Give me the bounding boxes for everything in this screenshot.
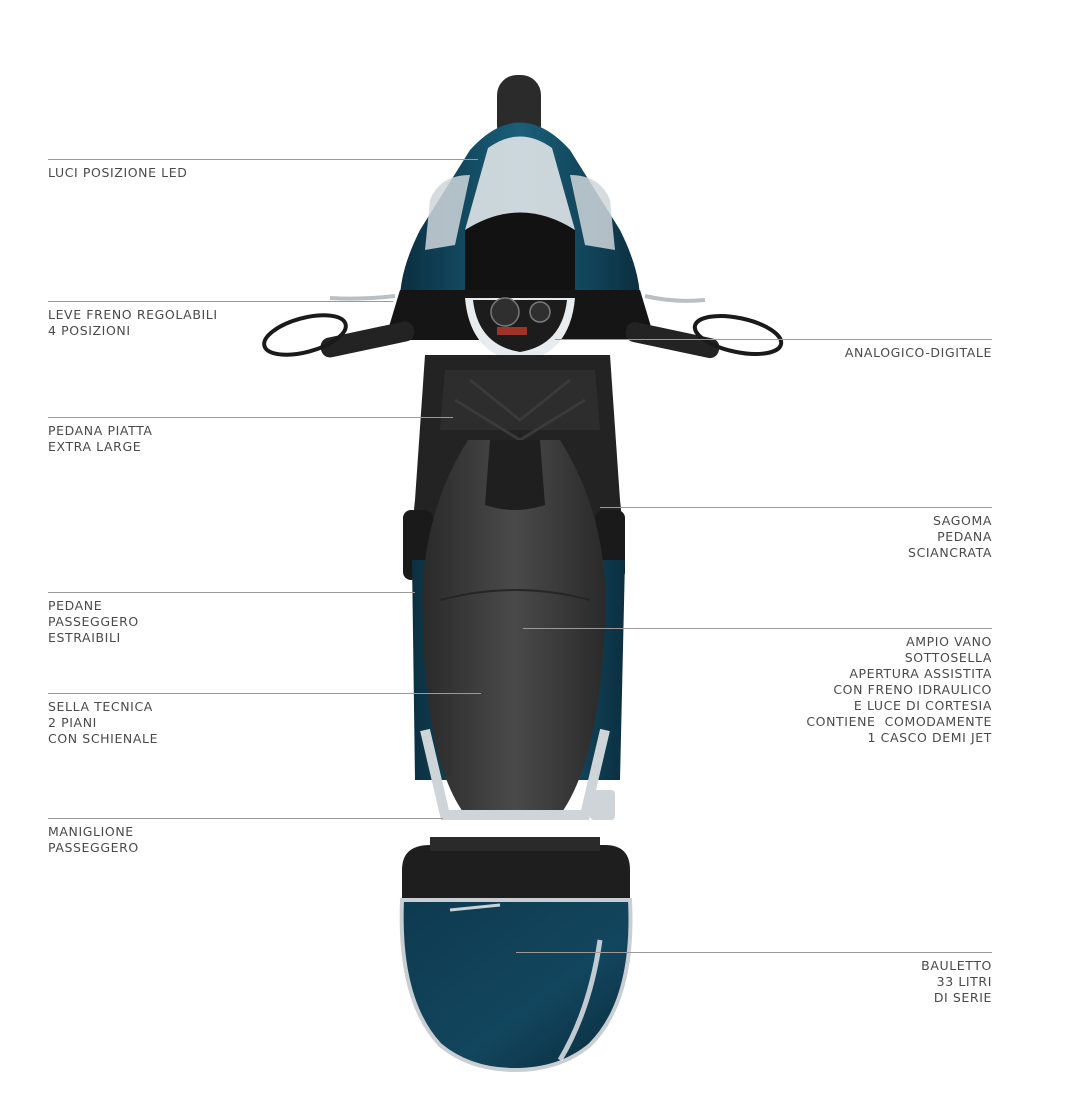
label-line: BAULETTO [921, 958, 992, 973]
label-line: SELLA TECNICA [48, 699, 153, 714]
label-line: MANIGLIONE [48, 824, 134, 839]
leader-luci-posizione-led [48, 159, 478, 160]
label-sagoma-pedana: SAGOMA PEDANA SCIANCRATA [908, 513, 992, 561]
label-pedana-piatta: PEDANA PIATTA EXTRA LARGE [48, 423, 153, 455]
label-maniglione: MANIGLIONE PASSEGGERO [48, 824, 139, 856]
instrument-panel [465, 297, 575, 362]
label-line: 2 PIANI [48, 715, 97, 730]
label-line: ANALOGICO-DIGITALE [844, 345, 992, 360]
leader-leve-freno [48, 301, 393, 302]
top-box [399, 837, 633, 1073]
label-line: PEDANE [48, 598, 103, 613]
label-line: CONTIENE COMODAMENTE [806, 714, 992, 729]
label-luci-posizione-led: LUCI POSIZIONE LED [48, 165, 187, 181]
front-fairing [400, 122, 640, 300]
label-pedane-passeggero: PEDANE PASSEGGERO ESTRAIBILI [48, 598, 139, 646]
leader-bauletto [516, 952, 992, 953]
leader-sagoma-pedana [600, 507, 992, 508]
label-line: E LUCE DI CORTESIA [853, 698, 992, 713]
label-line: ESTRAIBILI [48, 630, 121, 645]
label-analogico-digitale: ANALOGICO-DIGITALE [845, 345, 992, 361]
label-line: PEDANA [937, 529, 992, 544]
label-line: PASSEGGERO [48, 840, 139, 855]
label-sella-tecnica: SELLA TECNICA 2 PIANI CON SCHIENALE [48, 699, 158, 747]
label-line: LUCI POSIZIONE LED [48, 165, 188, 180]
label-line: CON FRENO IDRAULICO [833, 682, 992, 697]
seat [422, 440, 606, 815]
leader-pedane-passeggero [48, 592, 415, 593]
label-line: SOTTOSELLA [904, 650, 992, 665]
leader-maniglione [48, 818, 443, 819]
label-line: PEDANA PIATTA [48, 423, 153, 438]
label-line: 1 CASCO DEMI JET [867, 730, 992, 745]
label-line: APERTURA ASSISTITA [849, 666, 992, 681]
label-line: PASSEGGERO [48, 614, 139, 629]
label-leve-freno: LEVE FRENO REGOLABILI 4 POSIZIONI [48, 307, 218, 339]
label-line: LEVE FRENO REGOLABILI [48, 307, 218, 322]
leader-ampio-vano [523, 628, 992, 629]
label-line: CON SCHIENALE [48, 731, 159, 746]
label-line: AMPIO VANO [906, 634, 992, 649]
label-line: SAGOMA [933, 513, 992, 528]
label-line: DI SERIE [933, 990, 992, 1005]
label-bauletto: BAULETTO 33 LITRI DI SERIE [921, 958, 992, 1006]
label-line: 4 POSIZIONI [48, 323, 131, 338]
label-line: 33 LITRI [936, 974, 992, 989]
label-line: EXTRA LARGE [48, 439, 142, 454]
leader-pedana-piatta [48, 417, 453, 418]
rear-grab-handle [420, 728, 615, 820]
leader-sella-tecnica [48, 693, 481, 694]
leader-analogico-digitale [555, 339, 992, 340]
label-ampio-vano: AMPIO VANO SOTTOSELLA APERTURA ASSISTITA… [806, 634, 992, 746]
label-line: SCIANCRATA [908, 545, 992, 560]
